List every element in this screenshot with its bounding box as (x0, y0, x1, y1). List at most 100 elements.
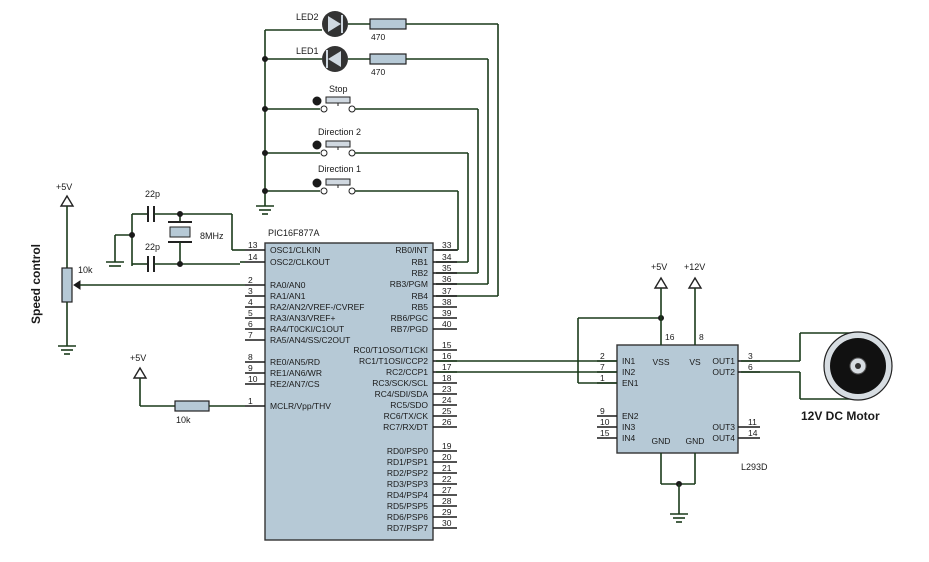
mcu-pin-label: RD2/PSP2 (387, 468, 428, 478)
mcu-pin-number: 20 (442, 452, 452, 462)
led2-resistor-value: 470 (371, 32, 385, 42)
mcu-pin-label: RC0/T1OSO/T1CKI (353, 345, 428, 355)
mcu-pin-label: RE1/AN6/WR (270, 368, 322, 378)
motor-label: 12V DC Motor (801, 409, 880, 423)
mcu-pin-label: RA3/AN3/VREF+ (270, 313, 335, 323)
driver-pin-number: 3 (748, 351, 753, 361)
driver-pin-number: 15 (600, 428, 610, 438)
mcu-pin-number: 39 (442, 308, 452, 318)
mcu-pin-number: 21 (442, 463, 452, 473)
led2-label: LED2 (296, 12, 319, 22)
direction2-label: Direction 2 (318, 127, 361, 137)
driver-name-label: L293D (741, 462, 768, 472)
mcu-pin-number: 10 (248, 374, 258, 384)
mcu-pin-label: RB0/INT (395, 245, 428, 255)
mcu-pin-number: 29 (442, 507, 452, 517)
mcu-pin-number: 40 (442, 319, 452, 329)
ground-symbol-driver (670, 513, 688, 523)
led1-diode (322, 46, 348, 72)
mcu-pin-number: 27 (442, 485, 452, 495)
cap1-label: 22p (145, 189, 160, 199)
mcu-pin-number: 28 (442, 496, 452, 506)
mcu-pin-label: RA4/T0CKI/C1OUT (270, 324, 344, 334)
mcu-pin-label: RA1/AN1 (270, 291, 306, 301)
mcu-pin-number: 7 (248, 330, 253, 340)
mcu-pin-number: 16 (442, 351, 452, 361)
mcu-pin-number: 3 (248, 286, 253, 296)
mcu-pin-number: 24 (442, 395, 452, 405)
cap2-label: 22p (145, 242, 160, 252)
mcu-pin-number: 37 (442, 286, 452, 296)
mcu-pin-label: OSC2/CLKOUT (270, 257, 330, 267)
mcu-pin-label: RD0/PSP0 (387, 446, 428, 456)
mcu-pin-label: RC5/SDO (390, 400, 428, 410)
capacitor-c1 (132, 206, 232, 222)
mcu-pin-number: 18 (442, 373, 452, 383)
vss-power-arrow-icon (653, 276, 669, 289)
led2-diode (322, 11, 348, 37)
speed-control-label: Speed control (29, 244, 43, 324)
driver-pin-label: OUT1 (712, 356, 735, 366)
driver-pin-number: 9 (600, 406, 605, 416)
pot-power-arrow-icon (59, 194, 75, 207)
mcu-pin-number: 35 (442, 263, 452, 273)
driver-pin-label: IN1 (622, 356, 636, 366)
mclr-resistor-value: 10k (176, 415, 191, 425)
crystal-8mhz (168, 211, 192, 267)
mcu-pin-label: RD6/PSP6 (387, 512, 428, 522)
ground-symbol-pot (58, 345, 76, 355)
stop-button (312, 96, 356, 113)
mcu-pin-label: RC6/TX/CK (384, 411, 429, 421)
driver-gnd-label: GND (652, 436, 671, 446)
vss-vcc-label: +5V (651, 262, 667, 272)
mclr-vcc-label: +5V (130, 353, 146, 363)
mcu-pin-number: 22 (442, 474, 452, 484)
driver-pin-number: 7 (600, 362, 605, 372)
crystal-label: 8MHz (200, 231, 224, 241)
driver-pin-label: VSS (652, 357, 669, 367)
mcu-pin-number: 23 (442, 384, 452, 394)
mcu-pin-number: 2 (248, 275, 253, 285)
mcu-pin-label: RD5/PSP5 (387, 501, 428, 511)
pot-vcc-label: +5V (56, 182, 72, 192)
stop-label: Stop (329, 84, 348, 94)
mcu-pin-label: RB7/PGD (391, 324, 428, 334)
mcu-pin-number: 17 (442, 362, 452, 372)
mcu-pin-number: 34 (442, 252, 452, 262)
mcu-pin-label: RB5 (411, 302, 428, 312)
mcu-pin-number: 36 (442, 274, 452, 284)
mcu-pin-label: OSC1/CLKIN (270, 245, 321, 255)
mcu-pin-number: 19 (442, 441, 452, 451)
vs-power-arrow-icon (687, 276, 703, 289)
speed-potentiometer (61, 267, 73, 303)
mcu-pin-label: RC3/SCK/SCL (372, 378, 428, 388)
driver-pin-number: 10 (600, 417, 610, 427)
mcu-name-label: PIC16F877A (268, 228, 320, 238)
mcu-pin-label: RD3/PSP3 (387, 479, 428, 489)
l293d-chip (616, 344, 739, 454)
driver-pin-label: IN4 (622, 433, 636, 443)
direction2-button (312, 140, 356, 157)
mcu-pin-label: RD7/PSP7 (387, 523, 428, 533)
capacitor-c2 (132, 256, 240, 272)
driver-pin-label: IN3 (622, 422, 636, 432)
led2-resistor (369, 18, 407, 30)
ground-symbol-osc (106, 261, 124, 267)
mcu-pin-label: RE2/AN7/CS (270, 379, 320, 389)
pot-value: 10k (78, 265, 93, 275)
mcu-pin-label: RC4/SDI/SDA (375, 389, 429, 399)
driver-pin-label: VS (689, 357, 701, 367)
mcu-pin-number: 14 (248, 252, 258, 262)
mcu-pin-label: RC1/T1OSI/CCP2 (359, 356, 428, 366)
mcu-pin-label: RC2/CCP1 (386, 367, 428, 377)
driver-pin-label: OUT2 (712, 367, 735, 377)
driver-pin-number: 16 (665, 332, 675, 342)
bus-junctions (262, 56, 268, 194)
mcu-pin-label: RD1/PSP1 (387, 457, 428, 467)
driver-pin-label: EN2 (622, 411, 639, 421)
mcu-pin-number: 13 (248, 240, 258, 250)
mcu-pin-label: RB6/PGC (391, 313, 428, 323)
mcu-pin-number: 33 (442, 240, 452, 250)
